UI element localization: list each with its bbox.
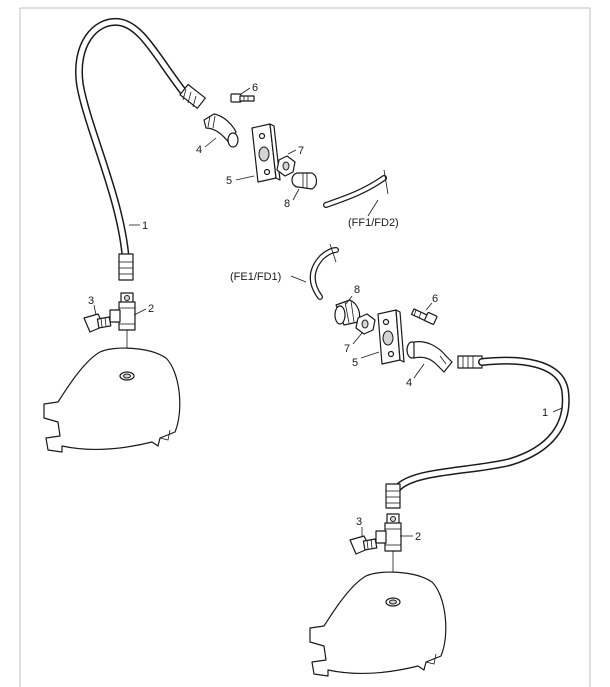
hose-b-lower-fitting bbox=[385, 483, 401, 509]
callout-b-2: 2 bbox=[415, 531, 421, 543]
callout-a-3: 3 bbox=[88, 295, 94, 307]
callout-b-7: 7 bbox=[344, 343, 350, 355]
bolt-b bbox=[410, 308, 438, 325]
caliper-a bbox=[43, 347, 181, 453]
callout-b-6: 6 bbox=[432, 293, 438, 305]
tee-connector-a bbox=[109, 292, 136, 331]
adapter-nut-b bbox=[334, 299, 361, 326]
callout-b-5: 5 bbox=[352, 357, 358, 369]
mounting-plate-b bbox=[377, 309, 405, 365]
adapter-nut-a bbox=[291, 172, 318, 190]
callout-a-6: 6 bbox=[252, 82, 258, 94]
callout-a-8: 8 bbox=[284, 198, 290, 210]
bleed-screw-b bbox=[349, 535, 378, 555]
callout-a-5: 5 bbox=[226, 175, 232, 187]
callout-a-7: 7 bbox=[298, 145, 304, 157]
leaders-b bbox=[345, 295, 563, 537]
assembly-b bbox=[290, 243, 570, 677]
seal-a bbox=[276, 155, 296, 177]
brake-line-lower bbox=[290, 243, 339, 300]
caliper-b bbox=[309, 571, 447, 677]
callout-b-1: 1 bbox=[542, 407, 548, 419]
callout-b-3: 3 bbox=[356, 516, 362, 528]
mounting-plate-a bbox=[251, 123, 281, 183]
banjo-elbow-b bbox=[406, 341, 453, 373]
seal-b bbox=[355, 313, 376, 335]
hose-a-lower-fitting bbox=[118, 253, 134, 281]
banjo-elbow-a bbox=[203, 113, 239, 148]
callout-a-4: 4 bbox=[196, 144, 202, 156]
leaders-a bbox=[93, 87, 379, 316]
reference-lower: (FE1/FD1) bbox=[230, 271, 281, 283]
hose-a bbox=[74, 17, 190, 266]
callout-a-1: 1 bbox=[142, 220, 148, 232]
brake-line-upper bbox=[323, 169, 389, 208]
callout-a-2: 2 bbox=[148, 303, 154, 315]
hose-a-upper-fitting bbox=[179, 83, 206, 109]
assembly-a bbox=[43, 17, 389, 453]
reference-upper: (FF1/FD2) bbox=[348, 217, 399, 229]
callout-b-4: 4 bbox=[406, 377, 412, 389]
tee-connector-b bbox=[375, 513, 402, 552]
bleed-screw-a bbox=[83, 313, 112, 333]
bolt-a bbox=[230, 93, 255, 103]
callout-b-8: 8 bbox=[354, 284, 360, 296]
hose-b bbox=[392, 356, 570, 494]
